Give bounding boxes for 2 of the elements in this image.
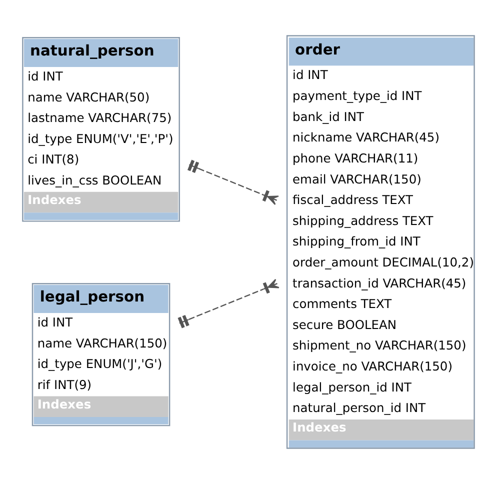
- connector: [187, 160, 280, 205]
- connector: [178, 278, 280, 328]
